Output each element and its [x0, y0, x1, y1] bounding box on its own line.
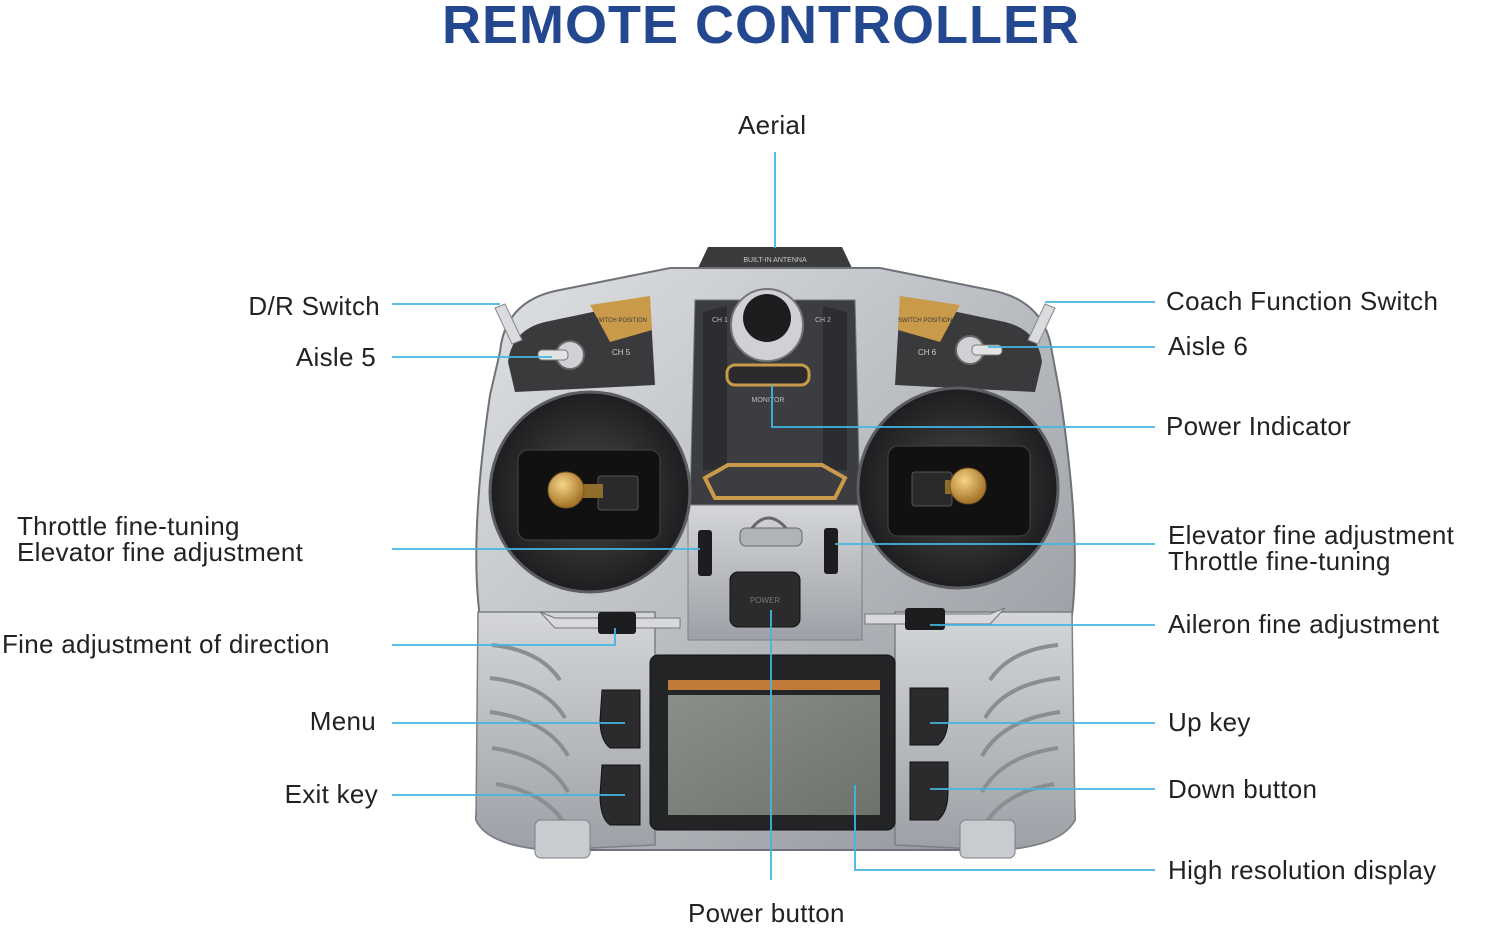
left-switch-text: CH 5	[612, 348, 631, 357]
power-key-text: POWER	[750, 596, 780, 605]
label-display: High resolution display	[1168, 855, 1437, 885]
right-plate-text: SWITCH POSITION	[898, 318, 952, 324]
label-menu: Menu	[309, 706, 376, 736]
right-ch-tag: CH 2	[815, 317, 831, 324]
dr-switch-lever[interactable]	[494, 303, 523, 345]
label-power-indicator: Power Indicator	[1166, 411, 1352, 441]
label-left-trim-line1: Throttle fine-tuning	[17, 511, 240, 541]
leader-direction-trim	[392, 628, 616, 646]
leader-power-indicator	[771, 385, 1155, 428]
top-center-knob[interactable]	[730, 288, 804, 362]
left-ch-tag: CH 1	[712, 317, 728, 324]
label-exit-key: Exit key	[284, 779, 378, 809]
menu-key[interactable]	[599, 689, 641, 749]
label-aisle5: Aisle 5	[295, 342, 376, 372]
up-key[interactable]	[909, 687, 949, 746]
grip-ribs-left	[489, 643, 570, 828]
label-power-button: Power button	[688, 898, 845, 928]
label-aileron-trim: Aileron fine adjustment	[1168, 609, 1440, 639]
aisle5-toggle-switch[interactable]	[537, 340, 585, 370]
antenna-housing: BUILT-IN ANTENNA	[698, 247, 852, 268]
aisle6-toggle-switch[interactable]	[955, 335, 1003, 365]
monitor-text: MONITOR	[752, 397, 785, 404]
label-dr-switch: D/R Switch	[248, 291, 380, 321]
left-stick[interactable]	[547, 471, 603, 509]
right-stick[interactable]	[945, 467, 987, 505]
label-aisle6: Aisle 6	[1168, 331, 1249, 361]
label-left-trim-line2: Elevator fine adjustment	[17, 537, 304, 567]
right-switch-text: CH 6	[918, 348, 937, 357]
grip-ribs-right	[980, 643, 1061, 828]
center-console: CH 1 CH 2 MONITOR	[689, 299, 861, 506]
label-direction-trim: Fine adjustment of direction	[2, 629, 330, 659]
left-plate-text: SWITCH POSITION	[593, 318, 647, 324]
label-right-trim-line2: Throttle fine-tuning	[1168, 546, 1391, 576]
leader-lines	[392, 152, 1155, 880]
page-title: REMOTE CONTROLLER	[442, 0, 1080, 55]
label-right-trim-line1: Elevator fine adjustment	[1168, 520, 1455, 550]
right-vertical-trim[interactable]	[824, 528, 838, 574]
label-down-button: Down button	[1168, 774, 1318, 804]
coach-switch-lever[interactable]	[1027, 303, 1056, 345]
lcd-display	[649, 654, 896, 831]
down-key[interactable]	[909, 761, 949, 821]
leader-display	[854, 785, 1155, 871]
label-coach-switch: Coach Function Switch	[1166, 286, 1439, 316]
power-key[interactable]: POWER	[729, 571, 801, 628]
antenna-text: BUILT-IN ANTENNA	[743, 257, 807, 264]
label-up-key: Up key	[1168, 707, 1251, 737]
direction-trim[interactable]	[539, 611, 681, 634]
left-vertical-trim[interactable]	[698, 530, 712, 576]
label-aerial: Aerial	[738, 110, 807, 140]
